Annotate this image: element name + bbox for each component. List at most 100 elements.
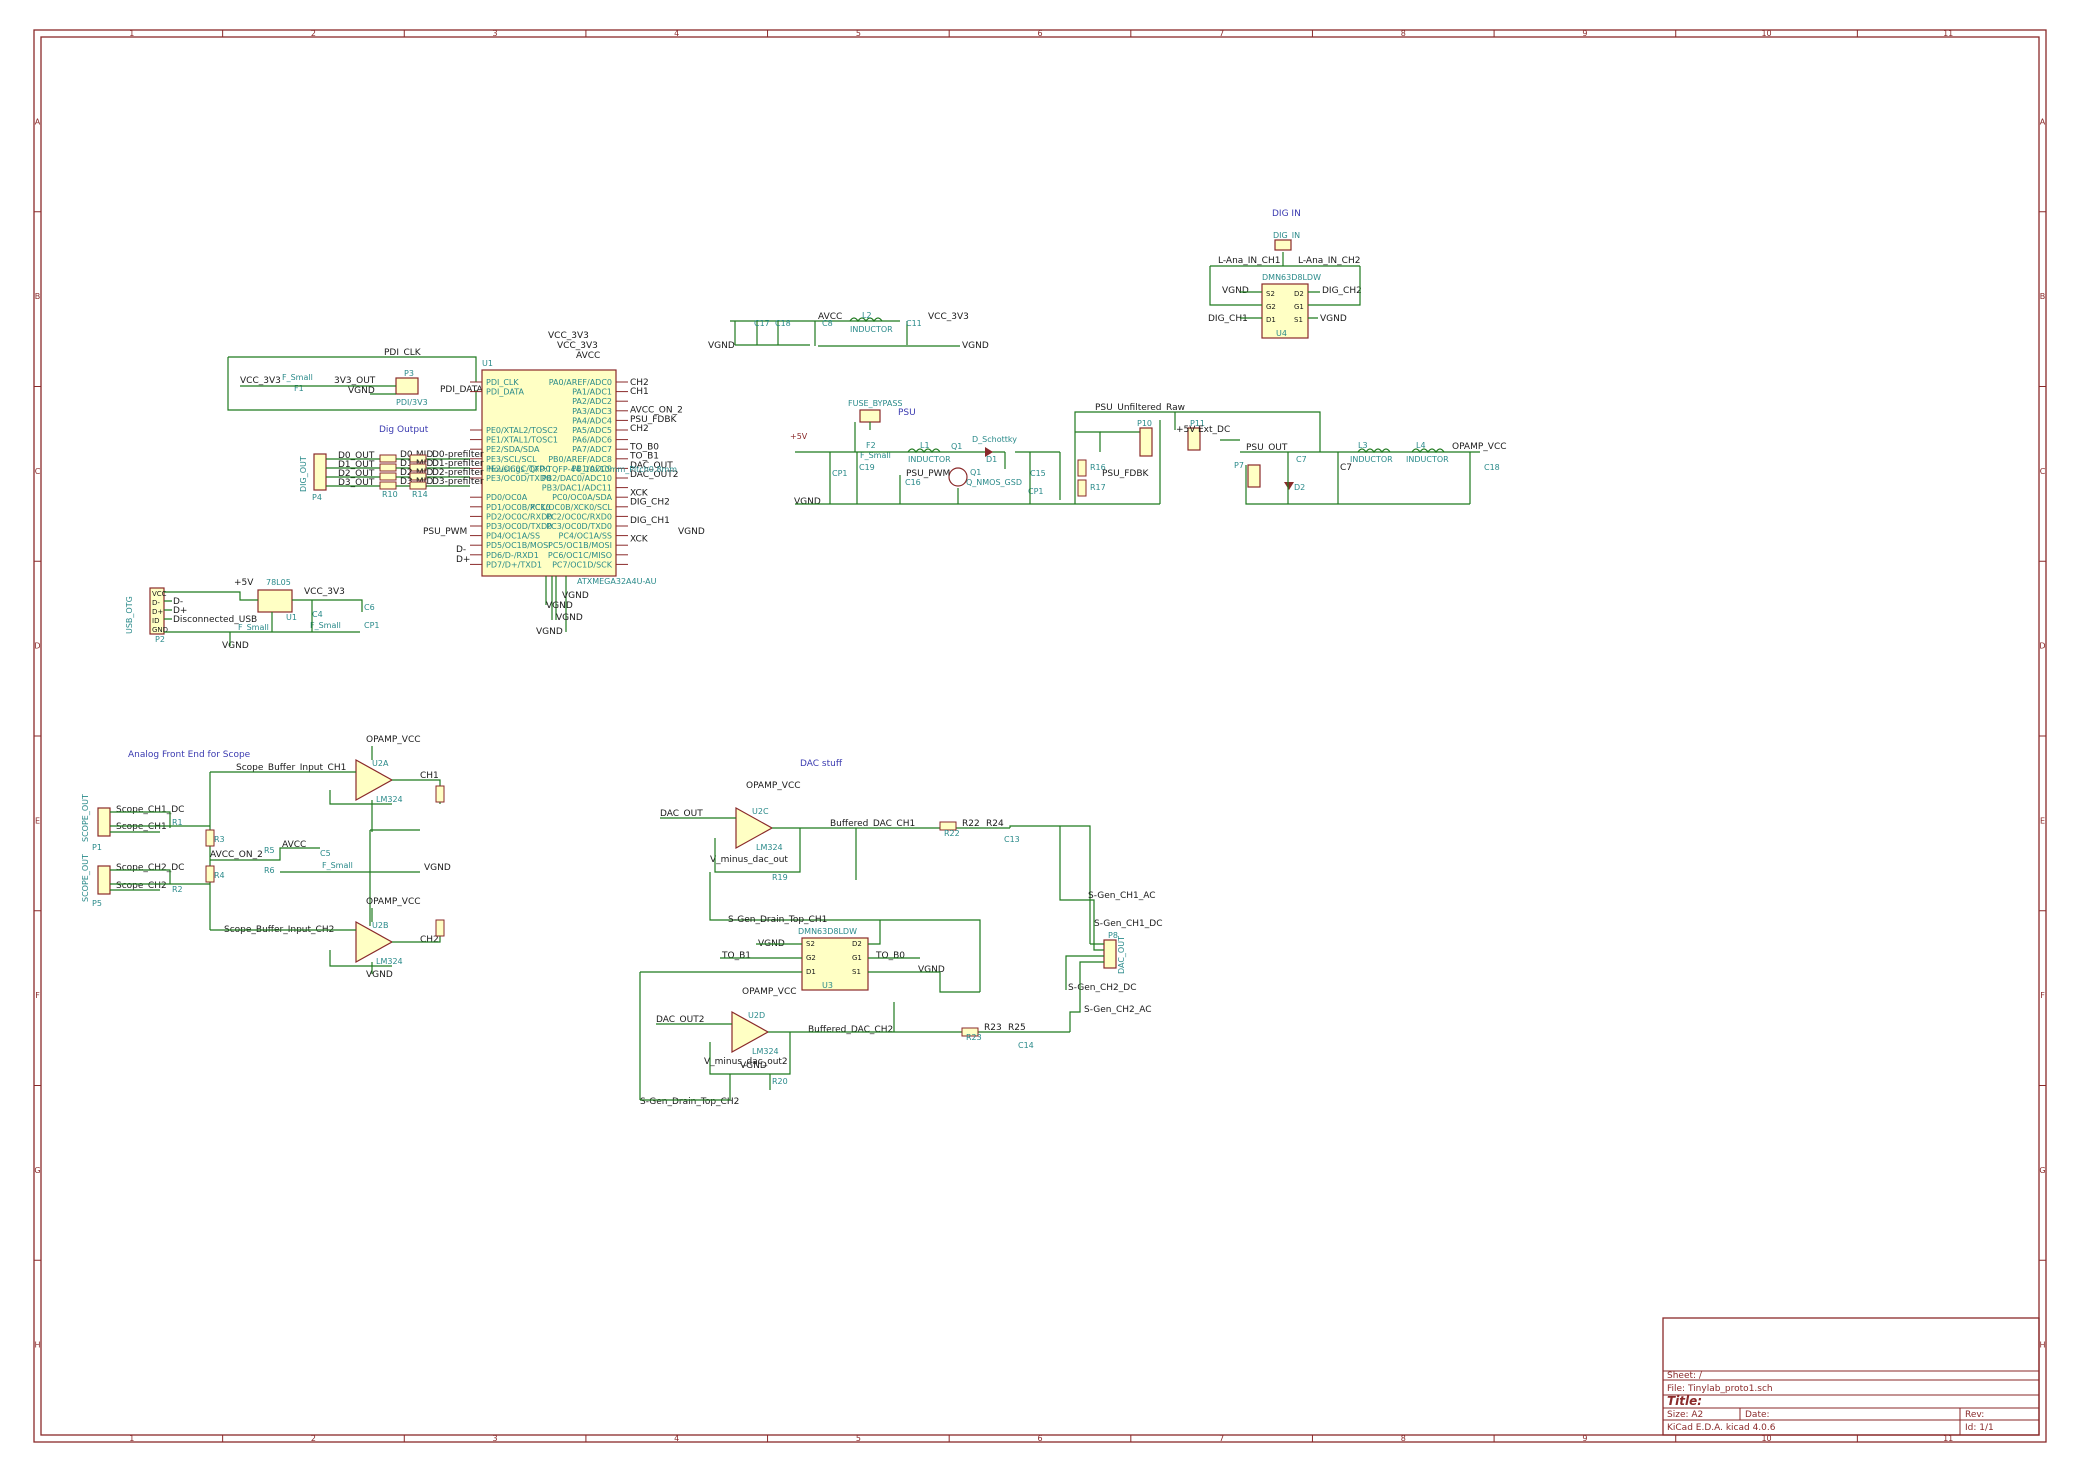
- dig-in-pin-s1: S1: [1294, 316, 1303, 324]
- psu-d1: D1: [986, 455, 997, 464]
- afe-r4-label: R4: [214, 871, 225, 880]
- psu-cp1-left: CP1: [832, 469, 848, 478]
- psu-l3-value: INDUCTOR: [1350, 455, 1393, 464]
- psu-p7: [1247, 464, 1261, 488]
- col-label-top: 1: [129, 29, 134, 38]
- psu-c16: C16: [905, 478, 921, 487]
- dac-c14: C14: [1018, 1041, 1034, 1050]
- afe-s2: Scope_CH2: [116, 881, 167, 891]
- dac-mosfet-wires: [639, 920, 980, 1100]
- psu-unfiltered: PSU_Unfiltered_Raw: [1095, 403, 1185, 413]
- mcu-pin-label: PE2/SDA/SDA: [486, 445, 540, 454]
- psu-c15: C15: [1030, 469, 1046, 478]
- usb-pin-dminus: D-: [152, 599, 160, 607]
- mcu-pin-label: PC4/OC1A/SS: [559, 532, 613, 541]
- mcu-gnd0: VGND: [562, 591, 589, 601]
- dac-ch1-ac: S-Gen_CH1_AC: [1088, 891, 1156, 901]
- dac-note: DAC stuff: [800, 759, 843, 769]
- dig-in-pin-g2: G2: [1266, 303, 1276, 311]
- row-label-right: C: [2040, 467, 2046, 476]
- afe-r4: [205, 865, 215, 883]
- row-label-right: A: [2040, 117, 2046, 126]
- afe-avcc: AVCC: [282, 840, 306, 850]
- u2c-opamp: [735, 806, 774, 850]
- psu-cp1: CP1: [1028, 487, 1044, 496]
- tb-size: Size: A2: [1667, 1410, 1703, 1420]
- psu-plus5-2: +5V: [1176, 425, 1196, 435]
- dig-in-ref: U4: [1276, 329, 1287, 338]
- dac-r23-net: R23: [984, 1023, 1002, 1033]
- dac-vminus1: V_minus_dac_out: [710, 855, 788, 865]
- afe-r6: R6: [264, 866, 275, 875]
- dig-out-conn-label: DIG_OUT: [299, 456, 308, 492]
- afe-note: Analog Front End for Scope: [128, 750, 251, 760]
- afe-r-ch1: [435, 785, 445, 803]
- mcu-pin-label: PA2/ADC2: [572, 397, 612, 406]
- psu-r-top-label: R16: [1090, 463, 1106, 472]
- mcu-right-net: TO_B0: [629, 442, 659, 452]
- col-label-top: 7: [1219, 29, 1224, 38]
- row-label-right: E: [2040, 816, 2045, 825]
- dig-in-dig-ch2: DIG_CH2: [1322, 286, 1362, 296]
- reg-vout: VCC_3V3: [304, 587, 345, 597]
- u2a-label: U2A: [372, 759, 389, 768]
- dig-in-note: DIG IN: [1272, 209, 1301, 219]
- col-label-top: 8: [1401, 29, 1406, 38]
- dac-vgnd2: VGND: [918, 965, 945, 975]
- psu-l4: [1411, 448, 1445, 454]
- u2b-part: LM324: [376, 957, 403, 966]
- dig-out-pre: D0-prefilter: [432, 450, 484, 460]
- psu-section: PSU FUSE_BYPASS F2 F_Small +5V L1 INDUCT…: [790, 399, 1507, 507]
- dig-in-connector: [1274, 239, 1292, 251]
- u2a-wires: [209, 746, 441, 930]
- dac-sgen-top: S-Gen_Drain_Top_CH1: [728, 915, 827, 925]
- col-label-bottom: 4: [674, 1434, 679, 1443]
- tb-id: Id: 1/1: [1965, 1423, 1994, 1433]
- pdi-conn-label: PDI/3V3: [396, 398, 428, 407]
- dac-r22: [939, 821, 957, 831]
- pdi-wires-2: [240, 385, 396, 395]
- pdi-section: PDI_CLK VCC_3V3 F_Small F1 3V3_OUT VGND …: [227, 348, 484, 411]
- usb-net-disc: Disconnected_USB: [173, 615, 257, 625]
- psu-p10: [1139, 427, 1153, 457]
- psu-d2: [1284, 482, 1294, 490]
- dac-ch2-ac: S-Gen_CH2_AC: [1084, 1005, 1152, 1015]
- dac-mosfet: [801, 937, 869, 991]
- dig-out-resistor2-ref: R14: [412, 490, 428, 499]
- col-label-top: 2: [311, 29, 316, 38]
- dac-c13: C13: [1004, 835, 1020, 844]
- row-label-left: F: [35, 991, 40, 1000]
- dac-pin-s2: S2: [806, 940, 815, 948]
- afe-p5: P5: [92, 899, 102, 908]
- psu-wires-bottom: [795, 420, 1161, 505]
- psu-q1-part: Q_NMOS_GSD: [966, 478, 1022, 487]
- afe-r1: R1: [172, 818, 183, 827]
- dac-u3: U3: [822, 981, 833, 990]
- title-block: Sheet: / File: Tinylab_proto1.sch Title:…: [1662, 1317, 2040, 1436]
- l2-inductor: [849, 317, 883, 323]
- afe-opamp-vcc1: OPAMP_VCC: [366, 735, 421, 745]
- mcu-vcc1: VCC_3V3: [548, 331, 589, 341]
- afe-mid-wires: [210, 829, 420, 926]
- dac-r22-label: R22: [944, 829, 960, 838]
- afe-r3: [205, 829, 215, 847]
- mcu-part: ATXMEGA32A4U-AU: [577, 577, 657, 586]
- mcu-pin-label: PA7/ADC7: [572, 445, 612, 454]
- dac-pin-d1: D1: [806, 968, 816, 976]
- afe-ch2: CH2: [420, 935, 439, 945]
- psu-c19: C19: [859, 463, 875, 472]
- row-label-left: E: [35, 816, 40, 825]
- dac-to-b0: TO_B0: [875, 951, 905, 961]
- mcu-right-net: DIG_CH2: [630, 498, 670, 508]
- u2c-part: LM324: [756, 843, 783, 852]
- col-label-bottom: 10: [1761, 1434, 1771, 1443]
- col-label-bottom: 6: [1037, 1434, 1042, 1443]
- dig-out-resistor: [379, 481, 397, 490]
- psu-q1-ref: Q1: [970, 468, 981, 477]
- dig-in-vgnd: VGND: [1222, 286, 1249, 296]
- usb-5v: +5V: [234, 578, 254, 588]
- afe-s1: Scope_CH1: [116, 822, 167, 832]
- mcu-right-pins: PA0/AREF/ADC0PA1/ADC1PA2/ADC2PA3/ADC3PA4…: [530, 378, 683, 569]
- dac-sgen2-wire: [640, 1074, 731, 1101]
- mcu-chip: [481, 369, 617, 577]
